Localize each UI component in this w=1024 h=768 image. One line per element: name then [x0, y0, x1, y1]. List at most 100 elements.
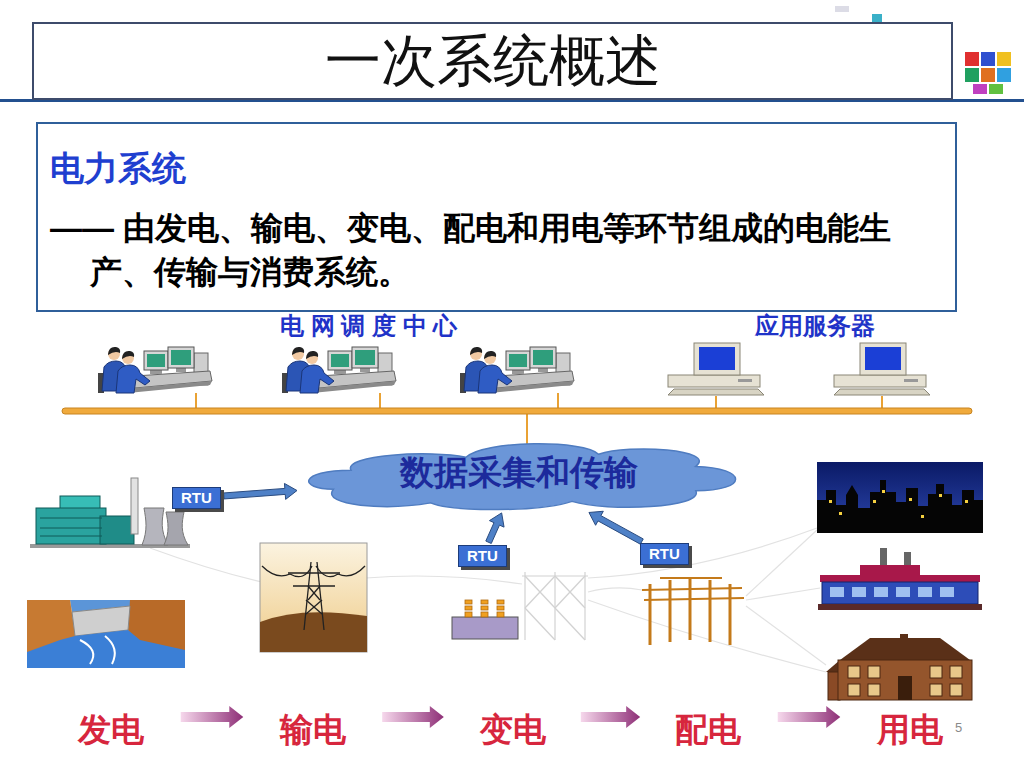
stage-arrow	[778, 706, 841, 728]
house	[898, 676, 912, 700]
distribution-poles	[689, 578, 692, 640]
house	[900, 634, 908, 648]
substation	[522, 572, 588, 640]
server-label: 应用服务器	[755, 313, 875, 339]
power-plant	[142, 508, 168, 545]
distribution-poles	[642, 578, 744, 645]
stage-label: 输电	[280, 710, 346, 750]
rtu-text: RTU	[649, 545, 680, 563]
substation	[525, 608, 555, 640]
substation	[481, 600, 488, 604]
factory	[818, 548, 982, 610]
network-bus	[881, 396, 883, 409]
city-skyline	[817, 480, 983, 533]
network-bus	[557, 393, 559, 409]
power-plant	[100, 516, 134, 544]
hydro-dam	[27, 630, 185, 668]
stage-arrow	[181, 706, 244, 728]
factory	[852, 587, 866, 597]
house	[848, 684, 860, 696]
stage-label: 用电	[877, 710, 943, 750]
city-skyline	[939, 494, 942, 497]
house	[826, 634, 972, 700]
transmission-tower	[262, 562, 365, 630]
substation	[554, 572, 555, 640]
power-plant	[40, 536, 102, 537]
stage-label: 配电	[675, 710, 741, 750]
factory	[880, 548, 887, 568]
data-arrow	[589, 511, 643, 544]
definition-box: 电力系统—— 由发电、输电、变电、配电和用电等环节组成的电能生产、传输与消费系统…	[36, 122, 957, 312]
rtu-text: RTU	[181, 489, 212, 507]
corner-decoration	[981, 68, 995, 82]
house	[838, 660, 972, 700]
city-skyline	[873, 500, 876, 503]
network-bus	[62, 393, 972, 448]
substation	[497, 606, 504, 610]
transmission-tower	[306, 600, 322, 614]
power-wire	[746, 588, 820, 600]
power-plant	[40, 518, 102, 519]
network-bus	[62, 408, 972, 414]
network-bus	[379, 393, 381, 409]
hydro-dam	[27, 600, 185, 668]
corner-decoration	[872, 14, 882, 22]
distribution-poles	[649, 584, 652, 645]
transmission-tower	[260, 612, 367, 652]
city-skyline	[882, 490, 885, 493]
definition-body: —— 由发电、输电、变电、配电和用电等环节组成的电能生产、传输与消费系统。	[90, 206, 915, 294]
transmission-tower	[260, 543, 367, 652]
network-bus	[195, 393, 197, 409]
distribution-poles	[644, 598, 744, 600]
substation	[555, 608, 585, 640]
transmission-tower	[308, 586, 320, 600]
substation	[525, 576, 555, 608]
distribution-poles	[709, 580, 712, 642]
center-label: 电 网 调 度 中 心	[280, 313, 457, 339]
power-plant	[30, 544, 190, 548]
factory	[830, 587, 954, 597]
power-plant	[164, 512, 188, 545]
transmission-tower	[288, 572, 340, 573]
stage-label: 发电	[78, 710, 144, 750]
substation	[497, 612, 504, 617]
corner-decoration	[997, 68, 1011, 82]
transmission-tower	[308, 586, 320, 600]
power-plant	[30, 478, 190, 548]
city-skyline	[965, 500, 968, 503]
substation	[584, 572, 585, 640]
stage-text: 用电	[877, 710, 943, 750]
distribution-poles	[669, 580, 672, 642]
substation	[452, 617, 518, 639]
hydro-dam	[27, 600, 76, 668]
transmission-tower	[304, 562, 311, 630]
corner-decoration	[965, 52, 979, 66]
house	[930, 666, 942, 678]
transmission-tower	[262, 566, 365, 577]
data-arrow	[224, 483, 297, 499]
power-plant	[40, 528, 102, 529]
factory	[818, 604, 982, 610]
house	[868, 666, 880, 678]
city-skyline	[921, 515, 924, 518]
operator-icon	[460, 347, 574, 393]
substation	[481, 612, 488, 617]
server-icon	[668, 343, 764, 395]
factory	[896, 587, 910, 597]
city-skyline	[909, 498, 912, 501]
transmission-tower	[317, 562, 324, 630]
rtu-box: RTU	[640, 543, 689, 565]
stage-arrow	[581, 706, 640, 728]
house	[826, 660, 840, 672]
substation	[497, 600, 504, 604]
corner-decoration	[989, 84, 1003, 94]
data-cloud: 数据采集和传输	[298, 436, 740, 512]
rtu-box: RTU	[172, 487, 221, 509]
corner-decoration	[997, 52, 1011, 66]
substation	[522, 575, 588, 576]
factory	[940, 587, 954, 597]
distribution-poles	[729, 584, 732, 645]
house	[840, 638, 970, 660]
hydro-dam	[72, 606, 130, 636]
